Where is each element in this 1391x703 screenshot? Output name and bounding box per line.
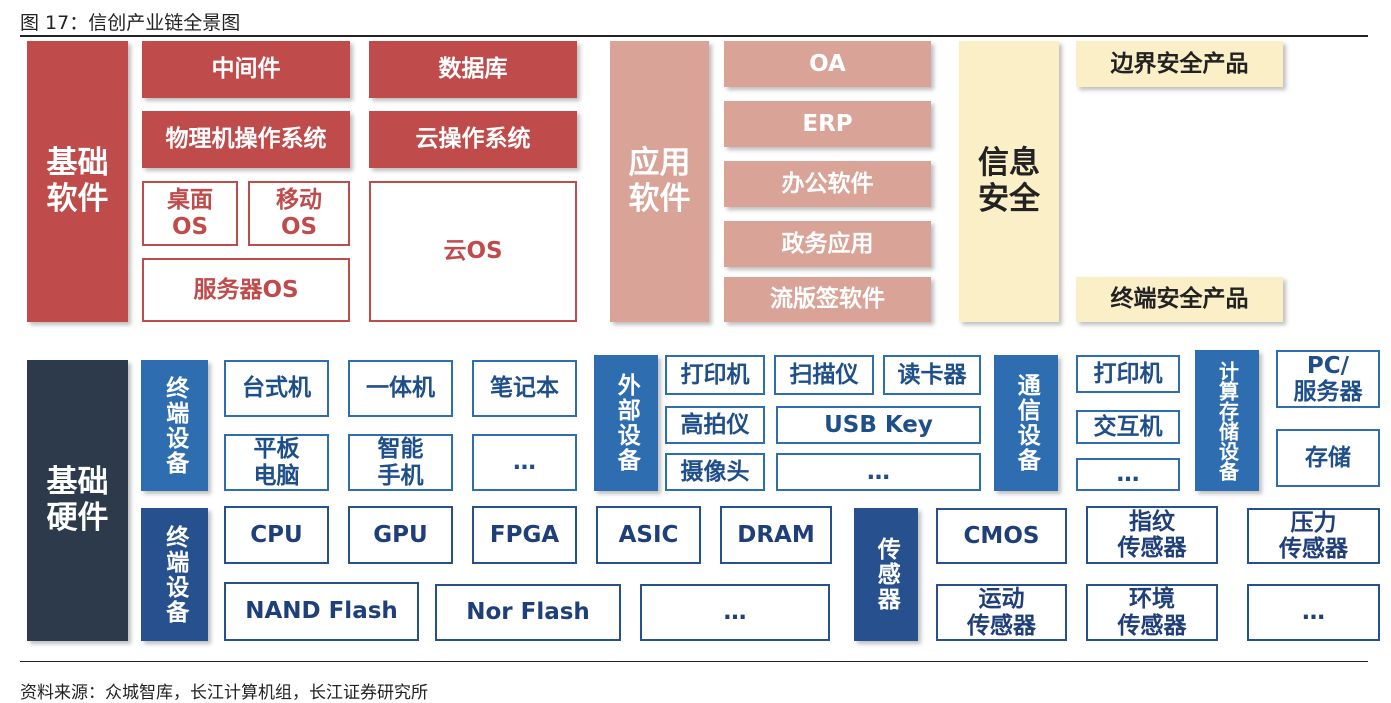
- sensor-item-environment: 环境 传感器: [1086, 584, 1218, 641]
- figure-title: 图 17：信创产业链全景图: [20, 12, 241, 34]
- sensor-item-fingerprint: 指纹 传感器: [1086, 506, 1218, 564]
- app-item-government: 政务应用: [724, 221, 931, 267]
- terminal-item-smartphone: 智能 手机: [348, 434, 453, 491]
- app-item-erp: ERP: [724, 101, 931, 147]
- compute-storage-label: 计算存储设备: [1195, 350, 1259, 491]
- terminal-item-tablet: 平板 电脑: [224, 434, 329, 491]
- source-note: 资料来源：众城智库，长江计算机组，长江证券研究所: [20, 683, 428, 703]
- cloud-os-block: 云OS: [369, 181, 577, 322]
- base-hardware-label: 基础 硬件: [27, 360, 128, 641]
- desktop-os-block: 桌面 OS: [142, 181, 238, 246]
- comm-item-more: …: [1076, 458, 1180, 491]
- app-item-ofd: 流版签软件: [724, 277, 931, 322]
- mobile-os-block: 移动 OS: [248, 181, 350, 246]
- database-block: 数据库: [369, 41, 577, 98]
- sensor-item-cmos: CMOS: [936, 508, 1067, 564]
- cloud-os-ops-block: 云操作系统: [369, 111, 577, 168]
- sensor-item-pressure: 压力 传感器: [1247, 508, 1380, 564]
- app-item-oa: OA: [724, 41, 931, 87]
- chip-item-fpga: FPGA: [472, 506, 577, 564]
- peripheral-item-usb-key: USB Key: [776, 406, 981, 444]
- chip-item-dram: DRAM: [720, 506, 832, 564]
- peripheral-devices-label: 外部设备: [594, 355, 658, 491]
- peripheral-item-document-camera: 高拍仪: [665, 406, 765, 444]
- sensor-item-motion: 运动 传感器: [936, 584, 1067, 641]
- chip-item-asic: ASIC: [596, 506, 701, 564]
- terminal-devices-label: 终端设备: [141, 360, 208, 491]
- border-security-block: 边界安全产品: [1076, 41, 1283, 87]
- comm-item-switch: 交互机: [1076, 410, 1180, 444]
- comm-item-printer: 打印机: [1076, 355, 1180, 393]
- app-software-label: 应用 软件: [610, 41, 709, 322]
- compute-item-pc-server: PC/ 服务器: [1276, 350, 1380, 408]
- chip-devices-label: 终端设备: [141, 508, 208, 641]
- physical-os-block: 物理机操作系统: [142, 111, 350, 168]
- info-security-label: 信息 安全: [959, 41, 1059, 322]
- source-divider: [20, 661, 1368, 662]
- middleware-block: 中间件: [142, 41, 350, 98]
- server-os-block: 服务器OS: [142, 258, 350, 322]
- compute-item-storage: 存储: [1276, 429, 1380, 487]
- sensor-item-more: …: [1247, 584, 1380, 641]
- peripheral-item-scanner: 扫描仪: [774, 355, 874, 395]
- terminal-item-laptop: 笔记本: [472, 360, 577, 417]
- terminal-item-more: …: [472, 434, 577, 491]
- peripheral-item-printer: 打印机: [665, 355, 765, 395]
- chip-item-nand-flash: NAND Flash: [224, 582, 419, 641]
- app-item-office: 办公软件: [724, 161, 931, 207]
- terminal-item-desktop: 台式机: [224, 360, 329, 417]
- peripheral-item-card-reader: 读卡器: [883, 355, 981, 395]
- terminal-security-block: 终端安全产品: [1076, 277, 1283, 322]
- peripheral-item-camera: 摄像头: [665, 453, 765, 491]
- chip-item-gpu: GPU: [348, 506, 453, 564]
- title-divider: [20, 35, 1368, 37]
- communication-devices-label: 通信设备: [994, 355, 1058, 491]
- chip-item-cpu: CPU: [224, 506, 329, 564]
- terminal-item-all-in-one: 一体机: [348, 360, 453, 417]
- chip-item-nor-flash: Nor Flash: [435, 584, 621, 641]
- base-software-label: 基础 软件: [27, 41, 128, 322]
- peripheral-item-more: …: [776, 453, 981, 491]
- sensor-label: 传感器: [854, 508, 918, 641]
- chip-item-more: …: [640, 584, 830, 641]
